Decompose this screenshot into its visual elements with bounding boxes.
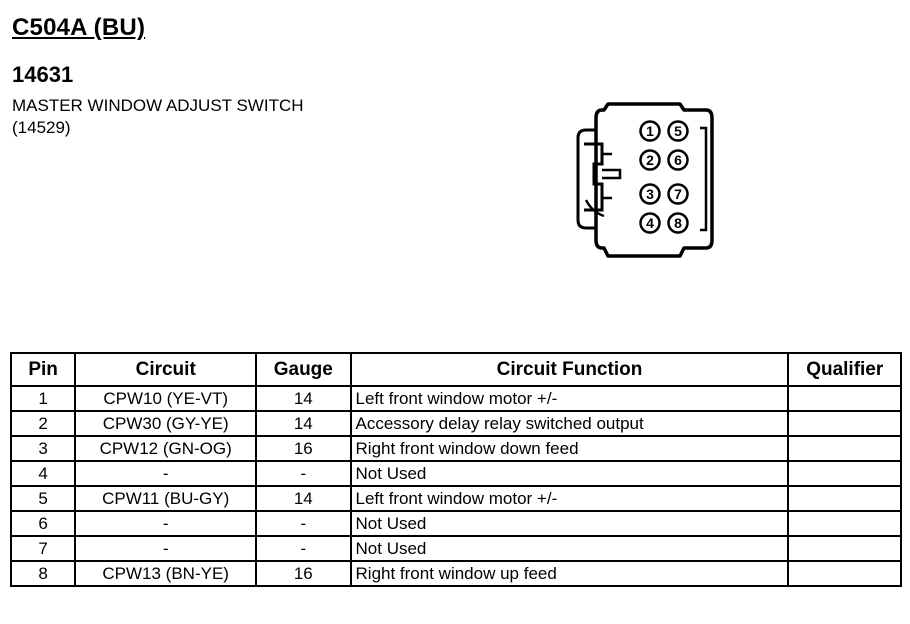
cell-circuit: -	[74, 535, 258, 562]
cell-function: Not Used	[349, 535, 790, 562]
cell-function: Right front window down feed	[349, 435, 790, 462]
sub-part-number: (14529)	[12, 118, 71, 137]
cell-gauge: 14	[255, 410, 352, 437]
cell-qualifier	[787, 560, 902, 587]
cell-pin: 2	[9, 410, 77, 437]
table-row: 7 - - Not Used	[9, 535, 902, 562]
pin-6: 6	[667, 149, 689, 171]
table-row: 3 CPW12 (GN-OG) 16 Right front window do…	[9, 435, 902, 462]
cell-function: Not Used	[349, 460, 790, 487]
table-row: 4 - - Not Used	[9, 460, 902, 487]
table-row: 6 - - Not Used	[9, 510, 902, 537]
cell-qualifier	[787, 485, 902, 512]
cell-pin: 7	[9, 535, 77, 562]
pinout-table: Pin Circuit Gauge Circuit Function Quali…	[9, 352, 902, 587]
pin-8: 8	[667, 212, 689, 234]
cell-gauge: -	[255, 535, 352, 562]
svg-text:8: 8	[674, 215, 682, 231]
cell-circuit: -	[74, 510, 258, 537]
header-qualifier: Qualifier	[787, 352, 902, 387]
pin-4: 4	[639, 212, 661, 234]
pin-2: 2	[639, 149, 661, 171]
pin-group: 1 5 2 6 3 7 4 8	[639, 120, 689, 234]
connector-latch-curve	[584, 199, 605, 218]
cell-circuit: -	[74, 460, 258, 487]
cell-gauge: 16	[255, 435, 352, 462]
cell-qualifier	[787, 535, 902, 562]
table-row: 1 CPW10 (YE-VT) 14 Left front window mot…	[9, 385, 902, 412]
cell-pin: 1	[9, 385, 77, 412]
cell-circuit: CPW11 (BU-GY)	[74, 485, 258, 512]
part-description: MASTER WINDOW ADJUST SWITCH	[12, 96, 304, 115]
cell-gauge: -	[255, 460, 352, 487]
svg-text:4: 4	[646, 215, 654, 231]
cell-qualifier	[787, 385, 902, 412]
connector-shell	[594, 102, 714, 258]
cell-function: Right front window up feed	[349, 560, 790, 587]
table-row: 8 CPW13 (BN-YE) 16 Right front window up…	[9, 560, 902, 587]
cell-qualifier	[787, 410, 902, 437]
cell-gauge: 14	[255, 385, 352, 412]
cell-circuit: CPW10 (YE-VT)	[74, 385, 258, 412]
cell-function: Left front window motor +/-	[349, 385, 790, 412]
svg-text:2: 2	[646, 152, 654, 168]
header-pin: Pin	[9, 352, 77, 387]
svg-text:1: 1	[646, 123, 654, 139]
cell-gauge: 16	[255, 560, 352, 587]
pin-5: 5	[667, 120, 689, 142]
pin-3: 3	[639, 183, 661, 205]
connector-rib	[700, 126, 708, 232]
cell-qualifier	[787, 435, 902, 462]
table-row: 2 CPW30 (GY-YE) 14 Accessory delay relay…	[9, 410, 902, 437]
cell-qualifier	[787, 460, 902, 487]
cell-function: Not Used	[349, 510, 790, 537]
pin-7: 7	[667, 183, 689, 205]
connector-latch	[576, 128, 596, 230]
cell-pin: 3	[9, 435, 77, 462]
cell-pin: 6	[9, 510, 77, 537]
cell-gauge: -	[255, 510, 352, 537]
table-header-row: Pin Circuit Gauge Circuit Function Quali…	[9, 352, 902, 387]
svg-text:3: 3	[646, 186, 654, 202]
cell-circuit: CPW12 (GN-OG)	[74, 435, 258, 462]
cell-function: Accessory delay relay switched output	[349, 410, 790, 437]
pin-1: 1	[639, 120, 661, 142]
cell-circuit: CPW30 (GY-YE)	[74, 410, 258, 437]
header-gauge: Gauge	[255, 352, 352, 387]
connector-key	[602, 152, 622, 200]
part-description-block: MASTER WINDOW ADJUST SWITCH (14529)	[12, 95, 304, 139]
connector-face-diagram: 1 5 2 6 3 7 4 8	[576, 102, 714, 258]
cell-pin: 5	[9, 485, 77, 512]
cell-pin: 8	[9, 560, 77, 587]
connector-title: C504A (BU)	[12, 14, 146, 41]
cell-gauge: 14	[255, 485, 352, 512]
table-row: 5 CPW11 (BU-GY) 14 Left front window mot…	[9, 485, 902, 512]
svg-text:5: 5	[674, 123, 682, 139]
header-circuit-function: Circuit Function	[349, 352, 790, 387]
cell-qualifier	[787, 510, 902, 537]
header-circuit: Circuit	[74, 352, 258, 387]
svg-text:7: 7	[674, 186, 682, 202]
connector-latch-detail	[584, 142, 604, 212]
part-number: 14631	[12, 62, 74, 87]
svg-text:6: 6	[674, 152, 682, 168]
cell-pin: 4	[9, 460, 77, 487]
cell-circuit: CPW13 (BN-YE)	[74, 560, 258, 587]
cell-function: Left front window motor +/-	[349, 485, 790, 512]
